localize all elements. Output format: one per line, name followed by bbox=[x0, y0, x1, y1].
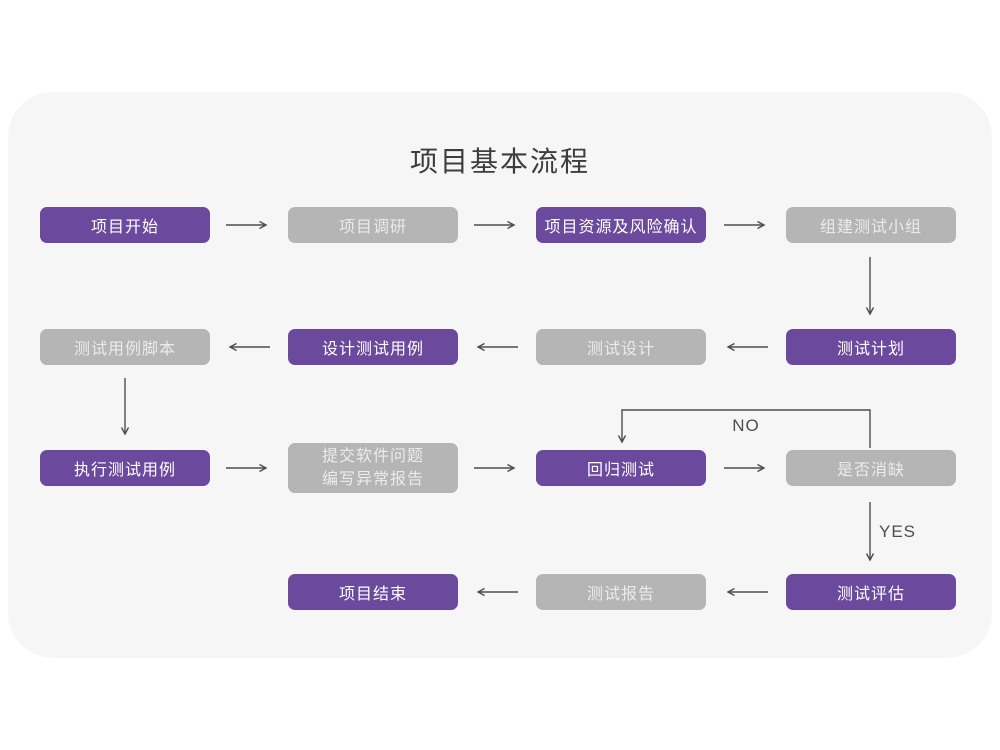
node-case-scripts: 测试用例脚本 bbox=[40, 329, 210, 365]
node-resources-risk: 项目资源及风险确认 bbox=[536, 207, 706, 243]
node-project-start: 项目开始 bbox=[40, 207, 210, 243]
node-regression: 回归测试 bbox=[536, 450, 706, 486]
node-submit-issues: 提交软件问题 编写异常报告 bbox=[288, 443, 458, 493]
page-title: 项目基本流程 bbox=[409, 146, 590, 177]
node-build-team: 组建测试小组 bbox=[786, 207, 956, 243]
node-test-report: 测试报告 bbox=[536, 574, 706, 610]
node-execute-cases: 执行测试用例 bbox=[40, 450, 210, 486]
branch-label-yes: YES bbox=[879, 522, 917, 541]
node-design-cases: 设计测试用例 bbox=[288, 329, 458, 365]
node-evaluation: 测试评估 bbox=[786, 574, 956, 610]
node-defect-cleared: 是否消缺 bbox=[786, 450, 956, 486]
node-test-design: 测试设计 bbox=[536, 329, 706, 365]
node-test-plan: 测试计划 bbox=[786, 329, 956, 365]
node-project-end: 项目结束 bbox=[288, 574, 458, 610]
flowchart-card bbox=[8, 92, 992, 658]
node-project-research: 项目调研 bbox=[288, 207, 458, 243]
branch-label-no: NO bbox=[732, 416, 760, 435]
